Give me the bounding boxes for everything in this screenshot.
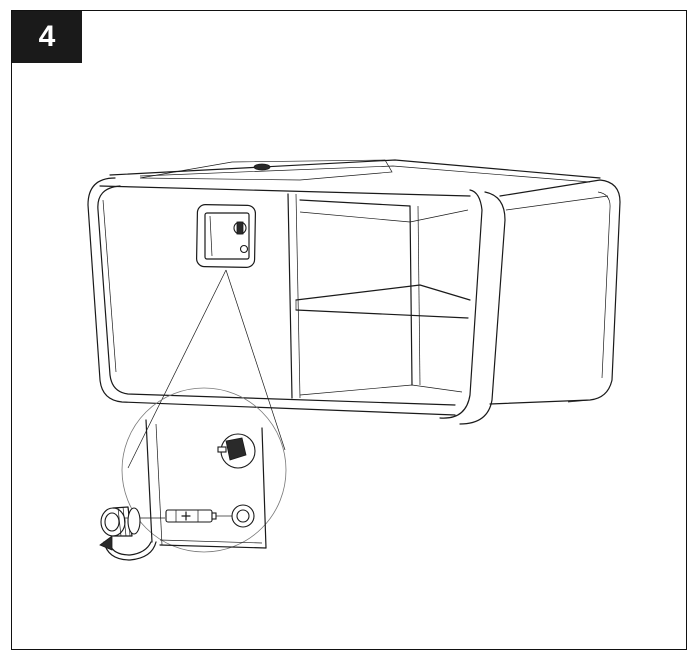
battery-compartment-icon	[196, 204, 256, 268]
battery-icon	[165, 509, 217, 523]
cabinet-drawing	[87, 159, 621, 425]
knob-cap-icon	[100, 506, 141, 537]
step-number: 4	[38, 20, 56, 53]
rotate-arrow-icon	[99, 535, 157, 561]
detail-magnifier	[120, 387, 287, 553]
assembly-illustration	[87, 159, 621, 561]
step-number-badge: 4	[12, 11, 82, 63]
